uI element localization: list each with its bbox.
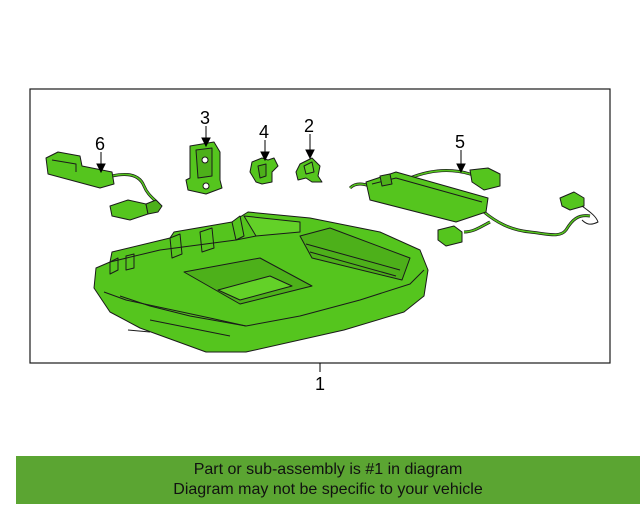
harness-part-6 (45, 151, 163, 221)
callout-3: 3 (200, 108, 210, 128)
callout-4: 4 (259, 122, 269, 142)
clip-part-4 (249, 157, 279, 185)
harness-part-5 (348, 167, 599, 247)
callout-1: 1 (315, 374, 325, 394)
info-banner: Part or sub-assembly is #1 in diagram Di… (16, 456, 640, 504)
callout-2: 2 (304, 116, 314, 136)
callout-arrows (96, 126, 466, 372)
banner-line-2: Diagram may not be specific to your vehi… (173, 481, 483, 498)
clip-part-2 (295, 157, 323, 183)
overhead-console-part (93, 211, 429, 353)
banner-line-1: Part or sub-assembly is #1 in diagram (193, 461, 463, 478)
callout-6: 6 (95, 134, 105, 154)
callout-5: 5 (455, 132, 465, 152)
bracket-part-3 (185, 141, 223, 195)
